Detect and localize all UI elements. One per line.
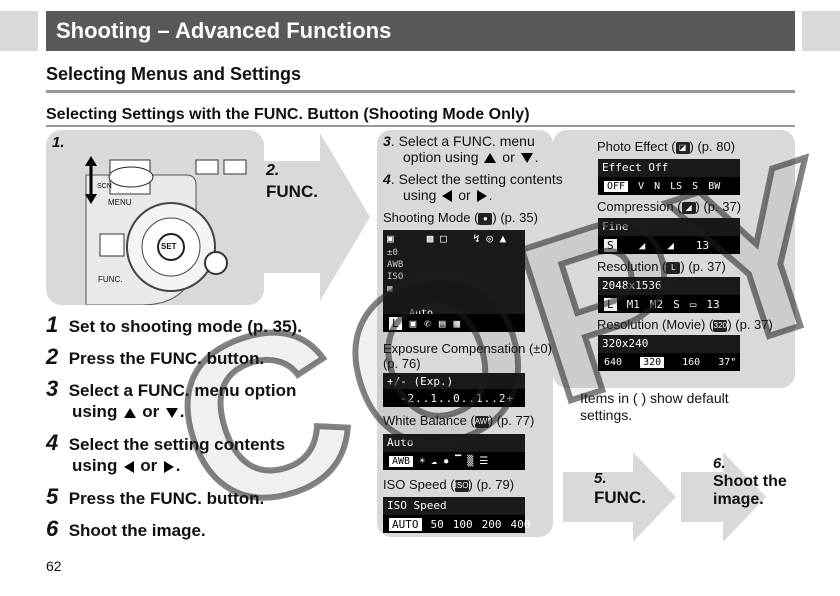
large-resolution-icon: L — [666, 261, 681, 274]
shooting-mode-label: Shooting Mode (●) (p. 35) — [383, 210, 538, 225]
step-4: 4 Select the setting contents using or . — [46, 430, 286, 475]
resolution-movie-bar: 640 320 160 37" — [598, 353, 740, 371]
header-tab-right — [802, 11, 840, 51]
func-button-label: FUNC. — [98, 275, 123, 284]
right-arrow-icon — [163, 460, 174, 473]
page-number: 62 — [46, 558, 62, 574]
resolution-label: Resolution (L) (p. 37) — [597, 259, 726, 274]
white-balance-label: White Balance (AWB) (p. 77) — [383, 413, 535, 428]
divider — [46, 90, 795, 93]
header-tab-left — [0, 11, 38, 51]
exposure-label: Exposure Compensation (±0) (p. 76) — [383, 341, 552, 371]
down-arrow-icon — [520, 153, 533, 164]
movie-resolution-icon: 320 — [713, 319, 728, 332]
callout-5: 5. — [594, 470, 607, 487]
up-arrow-icon — [123, 407, 136, 418]
page-title: Shooting – Advanced Functions — [46, 11, 795, 51]
camera-icon: ● — [478, 212, 493, 225]
instruction-4: 4. Select the setting contents using or … — [383, 171, 563, 203]
iso-screen: ISO Speed AUTO 50 100 200 400 — [383, 497, 530, 533]
step-6: 6 Shoot the image. — [46, 516, 206, 541]
exposure-scale[interactable]: -2..1..0..1..2+ — [383, 389, 525, 407]
callout-5-func: FUNC. — [594, 488, 646, 507]
resolution-bar: L M1 M2 S ▭ 13 — [598, 295, 740, 313]
callout-6-text: Shoot the image. — [713, 473, 787, 508]
callout-2: 2. — [266, 162, 280, 179]
left-arrow-icon — [442, 190, 453, 203]
compression-screen: Fine S ◢ ◢ 13 — [598, 218, 740, 254]
photo-effect-screen: Effect Off OFF V N LS S BW — [598, 159, 740, 195]
white-balance-screen: Auto AWB ☀ ☁ ✸ ▔ ▒ ☰ — [383, 434, 525, 470]
resolution-movie-screen: 320x240 640 320 160 37" — [598, 335, 740, 371]
lcd-mode-row: Auto — [409, 308, 433, 319]
iso-label: ISO Speed (ISO) (p. 79) — [383, 477, 515, 492]
set-button[interactable]: SET — [161, 242, 177, 251]
scn-label: SCN — [97, 183, 112, 190]
default-settings-note: Items in ( ) show default settings. — [580, 390, 729, 423]
awb-icon: AWB — [474, 415, 493, 428]
white-balance-bar: AWB ☀ ☁ ✸ ▔ ▒ ☰ — [383, 452, 525, 470]
section-subtitle: Selecting Settings with the FUNC. Button… — [46, 106, 530, 123]
callout-6: 6. — [713, 455, 726, 472]
step-2: 2 Press the FUNC. button. — [46, 344, 265, 369]
step-3: 3 Select a FUNC. menu option using or . — [46, 376, 297, 421]
iso-auto-icon: ISO — [454, 479, 469, 492]
iso-bar: AUTO 50 100 200 400 — [383, 515, 530, 533]
arrow-steps-5-6 — [563, 452, 766, 542]
compression-bar: S ◢ ◢ 13 — [598, 236, 740, 254]
menu-label: MENU — [108, 198, 132, 207]
photo-effect-bar: OFF V N LS S BW — [598, 177, 740, 195]
section-title: Selecting Menus and Settings — [46, 64, 302, 84]
callout-func: FUNC. — [266, 182, 318, 201]
fine-icon: ◢ — [681, 201, 696, 214]
up-arrow-icon — [484, 153, 497, 164]
divider — [46, 125, 795, 127]
effect-off-icon: ◪ — [675, 141, 690, 154]
arrow-step-2 — [264, 133, 370, 301]
step-5: 5 Press the FUNC. button. — [46, 484, 265, 509]
step-1: 1 Set to shooting mode (p. 35). — [46, 312, 302, 337]
down-arrow-icon — [165, 407, 178, 418]
photo-effect-label: Photo Effect (◪) (p. 80) — [597, 139, 736, 154]
instruction-3: 3. Select a FUNC. menu option using or . — [383, 133, 539, 165]
shooting-mode-bar: L ▣ ✆ ▤ ▦ — [383, 314, 525, 332]
left-arrow-icon — [123, 460, 134, 473]
right-arrow-icon — [476, 190, 487, 203]
compression-label: Compression (◢) (p. 37) — [597, 199, 742, 214]
callout-1: 1. — [52, 134, 65, 151]
camera-mode-icon: ▣ ▩ □ ↯ ◎ ▲ — [387, 232, 507, 245]
camera-back-illustration — [46, 130, 264, 306]
resolution-screen: 2048x1536 L M1 M2 S ▭ 13 — [598, 277, 740, 313]
exposure-screen: +/- (Exp.) -2..1..0..1..2+ — [383, 373, 525, 407]
resolution-movie-label: Resolution (Movie) (320) (p. 37) — [597, 317, 773, 332]
camera-panel: 1. SCN MENU SET FUNC. — [46, 130, 264, 306]
